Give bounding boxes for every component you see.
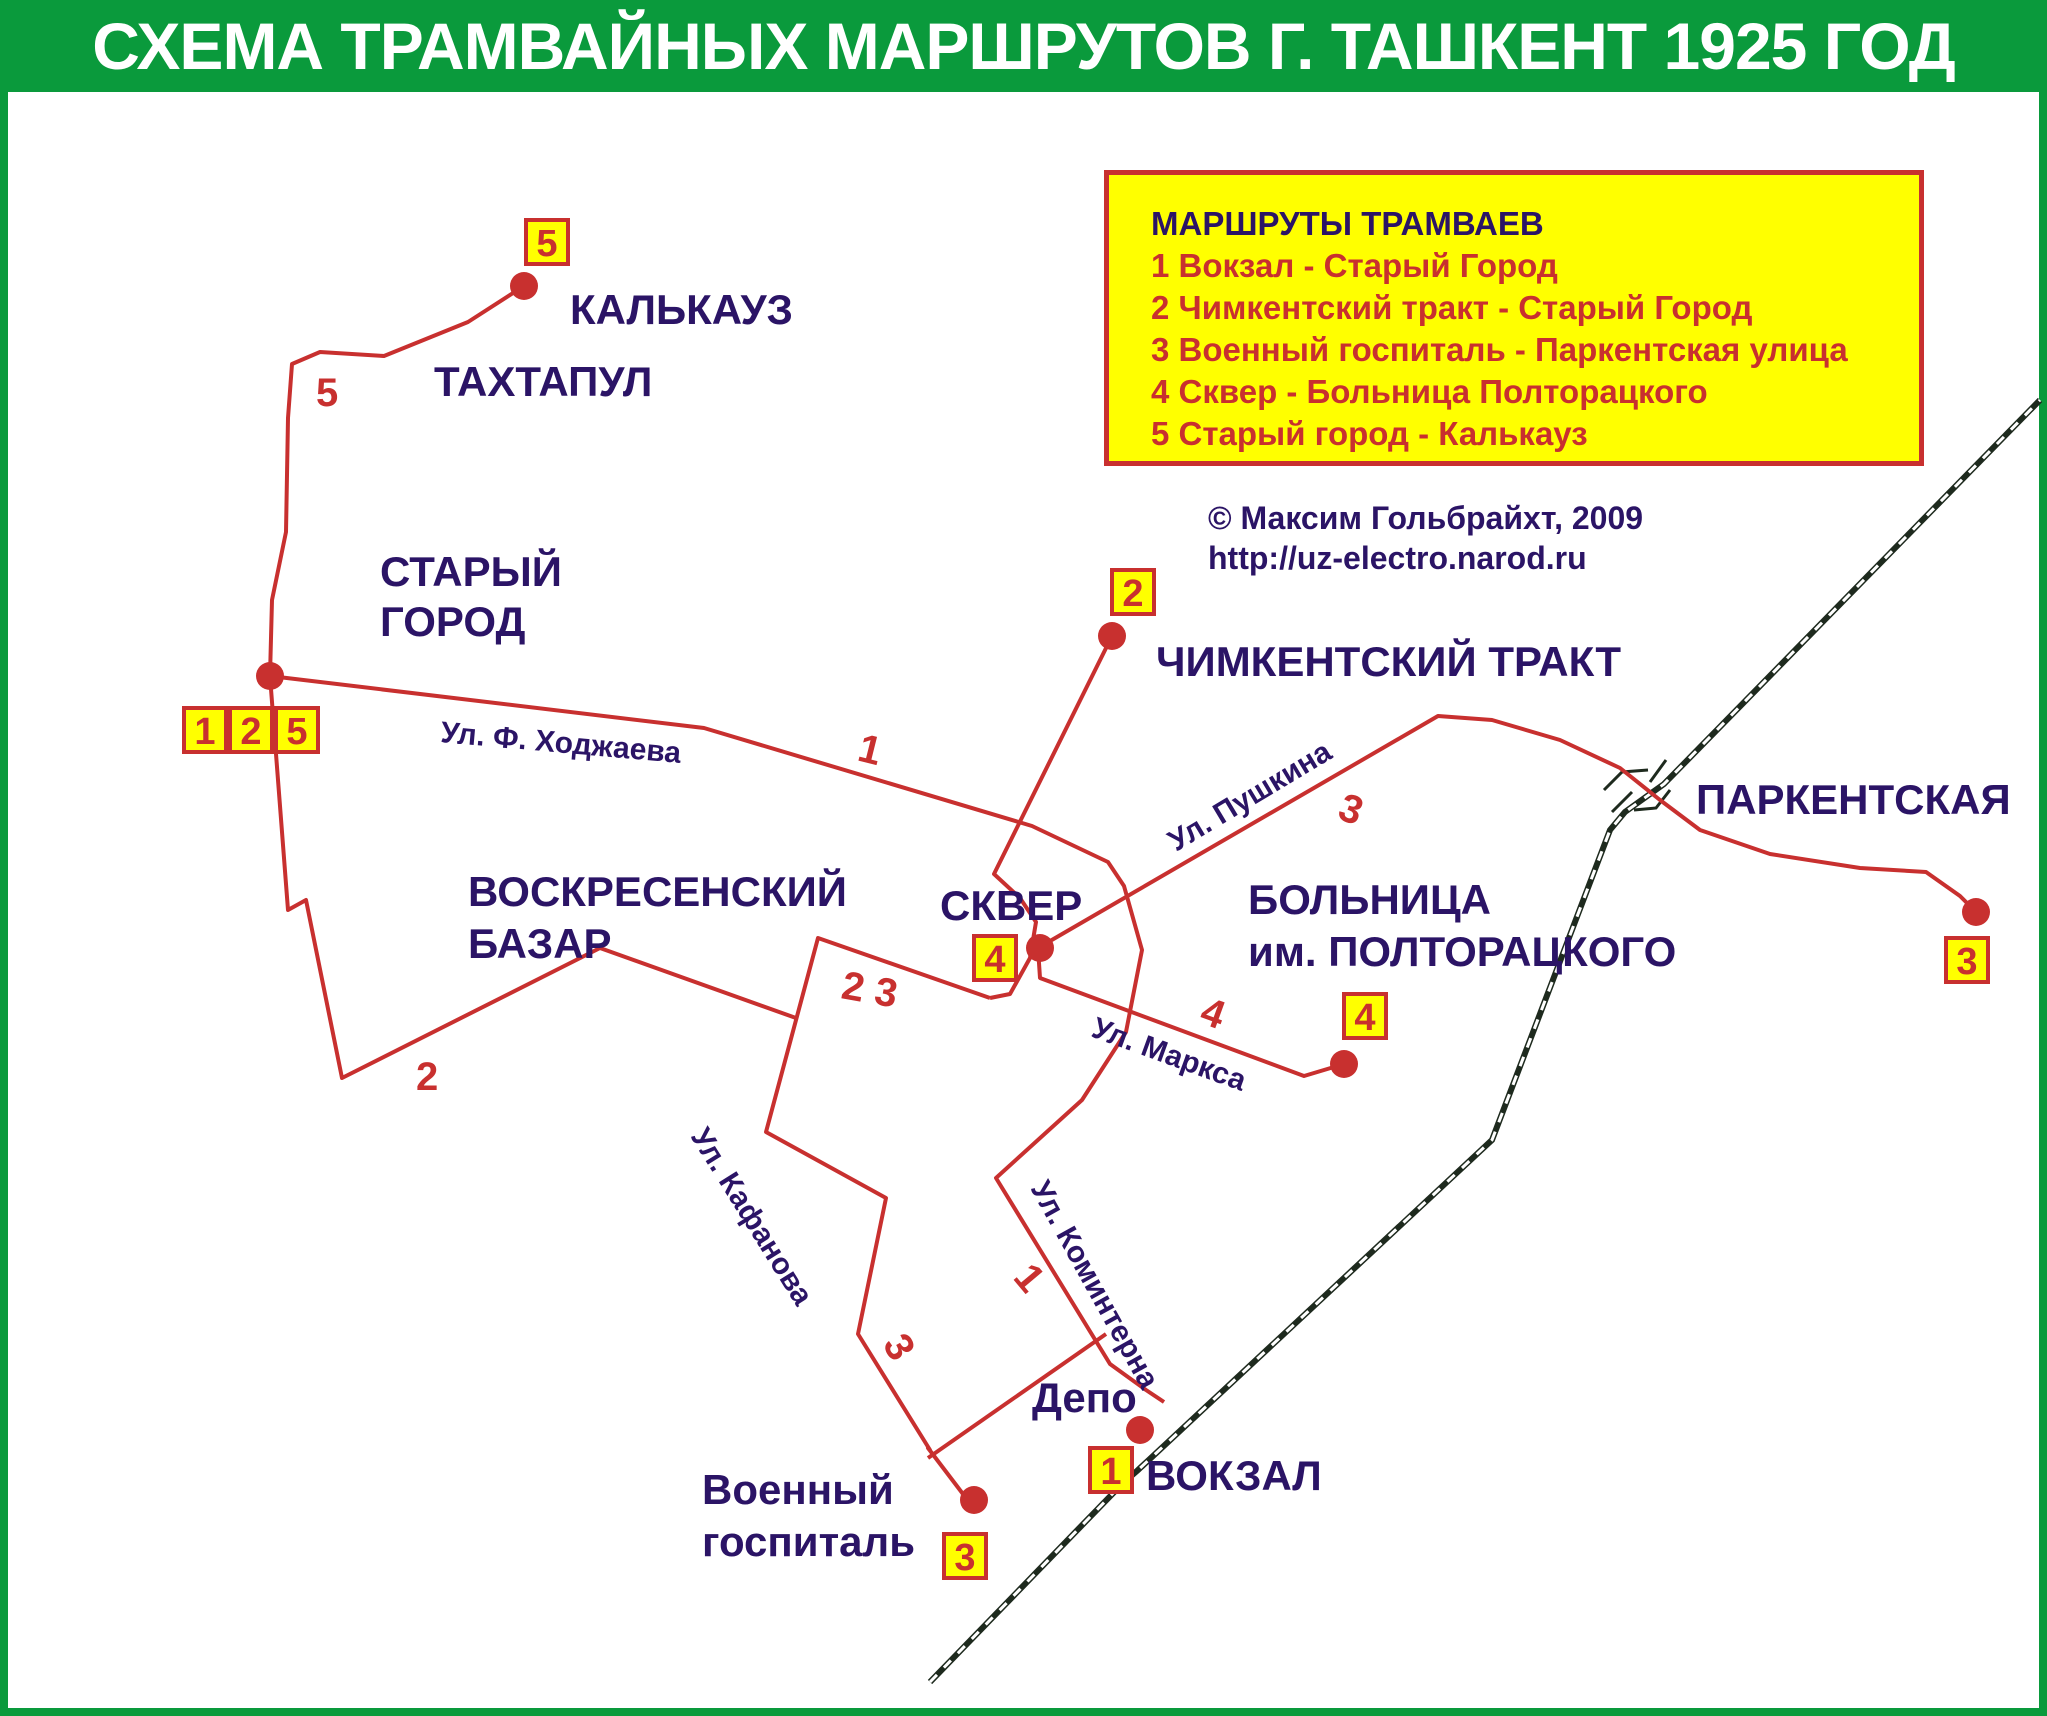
route-4-line	[1036, 947, 1345, 1078]
svg-text:4: 4	[984, 939, 1005, 981]
route-number-2-bazar: 2	[416, 1055, 438, 1099]
badge-vokzal: 1	[1088, 1446, 1134, 1494]
legend: МАРШРУТЫ ТРАМВАЕВ 1 Вокзал - Старый Горо…	[1104, 170, 1924, 466]
route-1-line	[269, 674, 1166, 1404]
svg-text:1: 1	[194, 711, 215, 753]
label-chimkent: ЧИМКЕНТСКИЙ ТРАКТ	[1156, 637, 1621, 685]
label-bolnica-2: им. ПОЛТОРАЦКОГО	[1248, 928, 1676, 975]
legend-title: МАРШРУТЫ ТРАМВАЕВ	[1151, 205, 1544, 242]
route-5-line	[268, 284, 526, 677]
stop-vokzal	[1126, 1416, 1154, 1444]
route-2-chimkent-line	[989, 635, 1114, 1000]
svg-text:2: 2	[1122, 573, 1143, 615]
badge-chimkent: 2	[1110, 568, 1156, 616]
legend-item-2: 2 Чимкентский тракт - Старый Город	[1151, 289, 1753, 326]
svg-text:5: 5	[286, 711, 307, 753]
stop-bolnica	[1330, 1050, 1358, 1078]
frame-border-bottom	[0, 1708, 2047, 1716]
label-depo: Депо	[1032, 1374, 1137, 1421]
svg-text:5: 5	[536, 223, 557, 265]
street-hodzhaeva: Ул. Ф. Ходжаева	[439, 716, 682, 770]
stop-stary-gorod	[256, 662, 284, 690]
legend-item-1: 1 Вокзал - Старый Город	[1151, 247, 1558, 284]
badge-parkent: 3	[1944, 936, 1990, 984]
stop-gospital	[960, 1486, 988, 1514]
legend-item-5: 5 Старый город - Калькауз	[1151, 415, 1588, 452]
badge-stary-1: 1	[182, 706, 228, 754]
credit: © Максим Гольбрайхт, 2009 http://uz-elec…	[1208, 498, 1643, 578]
stop-skver	[1026, 934, 1054, 962]
badge-stary-2: 2	[228, 706, 274, 754]
credit-author: © Максим Гольбрайхт, 2009	[1208, 500, 1644, 536]
route-3-depo-line	[926, 1332, 1108, 1460]
badge-bolnica: 4	[1342, 992, 1388, 1040]
route-3-line	[764, 936, 991, 1500]
svg-text:3: 3	[954, 1537, 975, 1579]
route-2-line	[268, 675, 797, 1080]
svg-text:1: 1	[1100, 1451, 1121, 1493]
route-number-5: 5	[316, 371, 338, 415]
badge-kalkauz: 5	[524, 218, 570, 266]
route-number-2-3: 2 3	[838, 964, 900, 1017]
map-title: СХЕМА ТРАМВАЙНЫХ МАРШРУТОВ Г. ТАШКЕНТ 19…	[92, 9, 1955, 83]
stop-parkent	[1962, 898, 1990, 926]
street-kominterna: Ул. Коминтерна	[1024, 1175, 1165, 1394]
frame-border-left	[0, 92, 8, 1716]
route-3-pushkina-line	[1036, 714, 1978, 950]
label-gospital-1: Военный	[702, 1466, 894, 1513]
svg-text:2: 2	[240, 711, 261, 753]
stop-kalkauz	[510, 272, 538, 300]
credit-url[interactable]: http://uz-electro.narod.ru	[1208, 540, 1587, 576]
svg-text:4: 4	[1354, 997, 1375, 1039]
legend-item-4: 4 Сквер - Больница Полторацкого	[1151, 373, 1708, 410]
place-labels: КАЛЬКАУЗ ТАХТАПУЛ СТАРЫЙ ГОРОД ЧИМКЕНТСК…	[380, 286, 2011, 1565]
badge-stary-5: 5	[274, 706, 320, 754]
route-number-1-top: 1	[854, 726, 886, 774]
label-voskres-2: БАЗАР	[468, 920, 612, 967]
label-gospital-2: госпиталь	[702, 1518, 915, 1565]
title-bar	[0, 0, 2047, 92]
stop-chimkent	[1098, 622, 1126, 650]
stops	[256, 272, 1990, 1514]
street-pushkina: Ул. Пушкина	[1163, 735, 1338, 858]
street-labels: Ул. Ф. Ходжаева Ул. Пушкина Ул. Маркса У…	[439, 716, 1337, 1394]
frame-border-right	[2039, 92, 2047, 1716]
badge-gospital: 3	[942, 1532, 988, 1580]
label-kalkauz: КАЛЬКАУЗ	[570, 286, 793, 333]
svg-text:3: 3	[1956, 941, 1977, 983]
label-stary-gorod-1: СТАРЫЙ	[380, 547, 562, 595]
route-number-4: 4	[1195, 989, 1232, 1038]
label-voskres-1: ВОСКРЕСЕНСКИЙ	[468, 867, 847, 915]
label-vokzal: ВОКЗАЛ	[1146, 1452, 1322, 1499]
route-number-3-kafanova: 3	[874, 1327, 923, 1368]
route-number-3-pushkina: 3	[1333, 785, 1369, 834]
route-badges: 5 1 2 5 2 4 4 3	[182, 218, 1990, 1580]
label-skver: СКВЕР	[940, 882, 1082, 929]
label-tahtapul: ТАХТАПУЛ	[434, 358, 652, 405]
label-parkent: ПАРКЕНТСКАЯ	[1696, 776, 2011, 823]
route-lines	[268, 284, 1978, 1500]
badge-skver: 4	[972, 934, 1018, 982]
label-stary-gorod-2: ГОРОД	[380, 598, 526, 645]
label-bolnica-1: БОЛЬНИЦА	[1248, 876, 1491, 923]
legend-item-3: 3 Военный госпиталь - Паркентская улица	[1151, 331, 1848, 368]
